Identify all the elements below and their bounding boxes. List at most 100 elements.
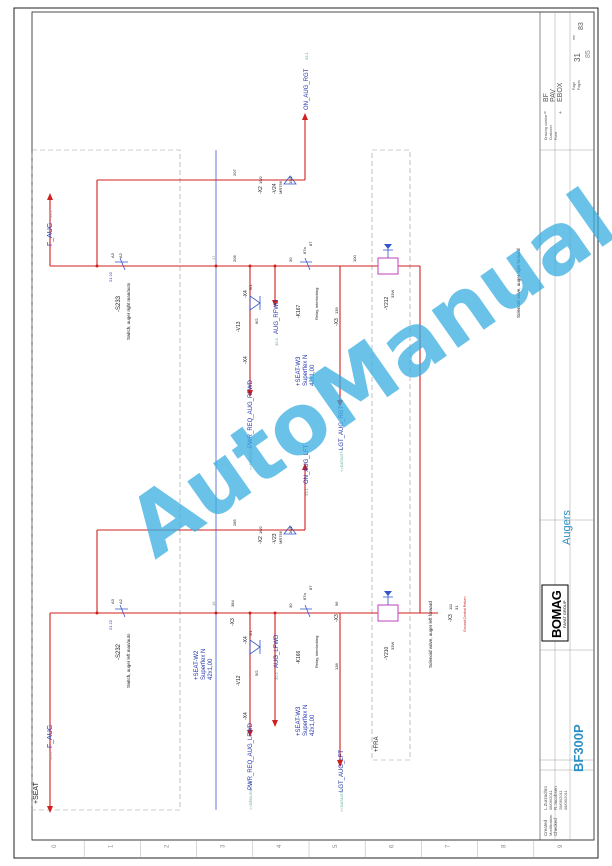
- left-valve-w: 33W: [390, 642, 395, 650]
- left-v12: -V12: [236, 675, 242, 686]
- left-diode-x2: -X2: [258, 536, 264, 544]
- right-cable: +SEAT-W3: [296, 356, 302, 386]
- logo-main-text: BOMAG: [549, 590, 564, 638]
- plant-label: Plant: [554, 132, 558, 140]
- left-diode-x2-pin: 16/2: [258, 525, 263, 534]
- left-x3-pin: -X3: [230, 618, 236, 626]
- right-aug-rfwd-ref: 30.4: [274, 337, 279, 346]
- left-pwr-req: PWR_REQ_AUG_LFWD: [248, 722, 254, 790]
- left-relay-pin: 87a: [302, 593, 307, 600]
- checked-by: R.Jacobsen: [553, 786, 558, 810]
- left-cable3: +SEAT-W3: [296, 706, 302, 736]
- right-switch-id: -S233: [116, 295, 122, 312]
- diode-v13: [249, 295, 261, 311]
- left-f-aug-ref: 30.4: [48, 751, 53, 760]
- right-x4: -X4: [243, 290, 249, 298]
- left-lgt-ref: <<DATA/37.6: [339, 788, 344, 812]
- column-number: 5: [333, 844, 339, 848]
- column-number: 2: [165, 844, 171, 848]
- right-x4-b: -X4: [243, 356, 249, 364]
- left-lgt: LGT_AUG_LFT: [339, 750, 345, 792]
- left-switch-a: A3: [110, 598, 115, 604]
- column-number: 4: [277, 844, 283, 848]
- left-x3-gnd-pin: 111: [448, 603, 453, 610]
- left-f-aug: F_AUG: [47, 725, 54, 748]
- right-switch-a: A3: [110, 252, 115, 258]
- left-on-aug-lft: ON_AUG_LFT: [304, 444, 310, 484]
- right-on-aug-rgt: ON_AUG_RGT: [304, 68, 310, 110]
- junction-dots: [95, 264, 277, 615]
- created-date: 08/06/2011: [548, 790, 553, 810]
- plant-value: EBOX: [557, 82, 564, 102]
- left-relay-num: 30: [288, 603, 293, 608]
- right-relay-pin2: 87: [308, 241, 313, 246]
- right-cable-size: 42x1,00: [310, 364, 316, 386]
- left-v23-type: MR756: [278, 530, 283, 544]
- left-cable3-type: Superflex N: [303, 705, 309, 736]
- right-x3-relay-pin: 139: [334, 307, 339, 314]
- seat-area-box: [31, 149, 181, 811]
- drawing-value: BF: [543, 93, 550, 102]
- sheet-number-alt: 85: [585, 50, 592, 58]
- column-number: 6: [389, 844, 395, 848]
- valve-y212: [377, 244, 399, 275]
- left-valve-id: -Y210: [384, 646, 390, 660]
- right-diode-x2: -X2: [258, 186, 264, 194]
- right-aug-rfwd: AUG_RFWD: [274, 299, 280, 334]
- left-v23: -V23: [272, 533, 278, 544]
- right-f-aug-ref: 33.2: [48, 209, 53, 218]
- switch-s232-symbol: [115, 604, 128, 618]
- left-aug-lfwd-ref: 30.2: [274, 671, 279, 680]
- right-v24-type: MR756: [278, 180, 283, 194]
- left-switch-desc: Switch, auger left man/auto: [126, 633, 131, 688]
- right-v24: -V24: [272, 183, 278, 194]
- logo-sub-text: FAYAT GROUP: [562, 600, 567, 628]
- bomag-logo: BOMAG FAYAT GROUP: [541, 584, 569, 642]
- diode-v23: [283, 525, 297, 535]
- switch-s233-symbol: [115, 257, 128, 271]
- left-x3-gnd-pin2: 31: [454, 605, 459, 610]
- created-label: Created: [543, 819, 548, 836]
- right-valve-w: 33W: [390, 290, 395, 298]
- left-x3-relay-pin: 96: [334, 601, 339, 606]
- right-pwr-req: PWR_REQ_AUG_RFWD: [248, 379, 254, 448]
- checked-label: Checked: [553, 818, 558, 836]
- left-x3-num: 384: [230, 600, 235, 607]
- left-on-aug-lft-ref: 33.1: [304, 487, 309, 496]
- relay-k166-contact: [300, 604, 312, 618]
- left-x3-gnd: -X3: [448, 614, 454, 622]
- relay-k167-contact: [300, 257, 312, 271]
- left-cable-size: 42x1,00: [208, 658, 214, 680]
- page-label: Page: [572, 82, 576, 90]
- right-f-aug: F_AUG: [47, 223, 54, 246]
- right-lgt-ref: <<DATA/37.6: [339, 448, 344, 472]
- column-number: 3: [221, 844, 227, 848]
- left-cable3-size: 42x1,00: [310, 714, 316, 736]
- modified-date: 08/06/2011: [563, 790, 568, 810]
- left-x3-relay: -X3: [334, 614, 340, 622]
- created-by: L.Zurzachro: [543, 785, 548, 810]
- drawing-eq: =: [543, 111, 549, 114]
- column-number: 7: [446, 844, 452, 848]
- column-number: 9: [558, 844, 564, 848]
- right-circuit-wires: [49, 120, 420, 400]
- left-x3-relay-pin2: 138: [334, 663, 339, 670]
- right-lgt: LGT_AUG_RGT: [339, 406, 345, 450]
- left-valve-desc: Solenoid valve, auger left forward: [428, 601, 433, 668]
- column-number: 8: [502, 844, 508, 848]
- right-switch-a2: A2: [118, 252, 123, 258]
- left-cable: +SEAT-W2: [194, 650, 200, 680]
- right-pwr-req-ref: <<DEBUG/10.4: [248, 441, 253, 470]
- column-number: 0: [52, 844, 58, 848]
- right-bus-num: 17: [211, 255, 216, 260]
- signal-arrows: [47, 113, 343, 813]
- right-relay-num: 30: [288, 257, 293, 262]
- left-circuit-wires: [49, 266, 438, 808]
- watermark: AutoManual: [110, 170, 612, 576]
- sheet-frame: [13, 7, 599, 859]
- right-x3-relay: -X3: [334, 318, 340, 326]
- right-num-207: 207: [232, 169, 237, 176]
- left-aug-lfwd: AUG_LFWD: [274, 634, 280, 668]
